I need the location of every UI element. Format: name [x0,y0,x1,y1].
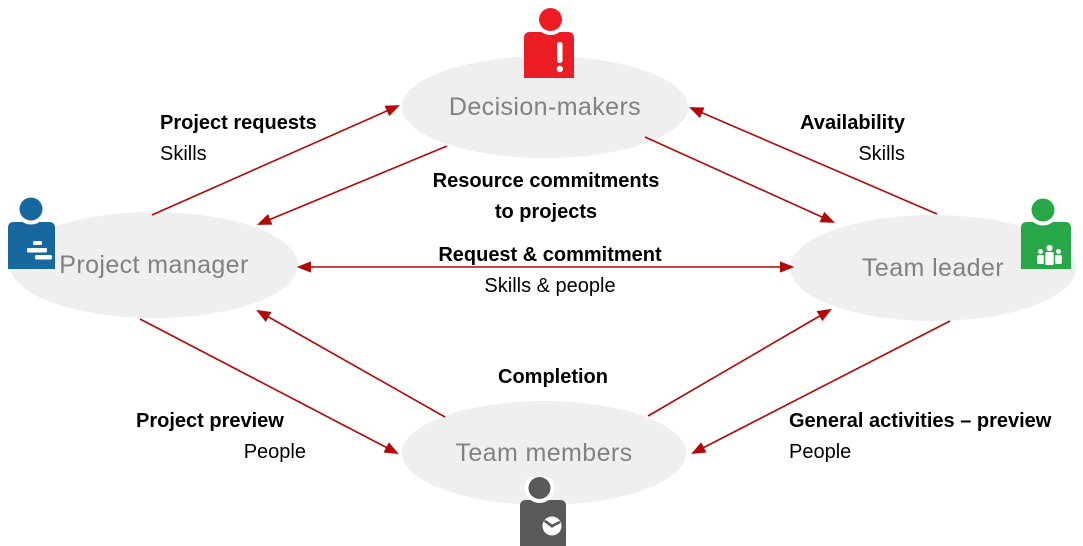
node-decision-makers-label: Decision-makers [448,92,642,121]
node-project-manager-label: Project manager [59,250,249,279]
arrow-tm-to-tl [647,308,832,417]
node-team-leader-label: Team leader [862,253,1004,282]
head [539,8,562,31]
clock-glyph [542,516,562,536]
label-line: Skills [160,143,207,165]
head [528,477,551,499]
label-line: Skills & people [484,275,616,297]
label-general-activities: General activities – preview People [789,406,1051,468]
person-clock-icon [520,477,566,546]
person-alert-icon [524,6,574,78]
label-request-commitment: Request & commitment Skills & people [400,240,700,302]
label-project-preview: Project preview People [136,406,306,468]
node-team-members: Team members [402,401,686,505]
label-line: Resource commitments [432,170,660,192]
label-line: Project requests [160,112,317,134]
arrow-tm-to-pm [256,309,446,418]
label-line: Availability [800,112,905,134]
person-list-icon [8,197,55,269]
label-line: General activities – preview [789,410,1052,432]
head [19,197,43,221]
person-group-icon [1021,197,1071,269]
label-line: Completion [498,366,608,388]
label-project-requests: Project requests Skills [160,108,317,170]
label-line: People [243,441,306,463]
exclamation-mark [557,42,563,63]
label-availability: Availability Skills [655,108,905,170]
node-project-manager: Project manager [10,212,298,318]
label-completion: Completion [453,362,653,393]
people-glyph [1037,244,1062,265]
label-line: Request & commitment [438,244,662,266]
label-resource-commitments: Resource commitments to projects [396,166,696,228]
label-line: Project preview [136,410,284,432]
list-glyph [27,241,52,260]
head [1031,198,1055,222]
label-line: People [789,441,852,463]
label-line: to projects [494,201,598,223]
node-team-members-label: Team members [455,438,633,467]
